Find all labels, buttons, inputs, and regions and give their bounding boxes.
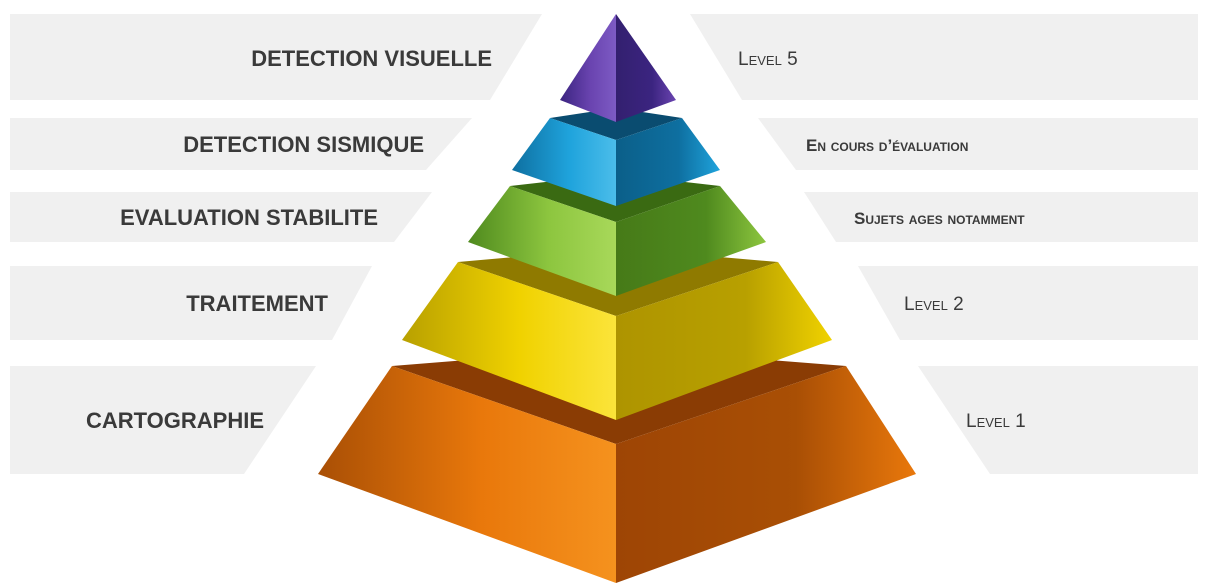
left-label-level-2: TRAITEMENT — [186, 291, 328, 316]
tier-3-left-face — [468, 186, 616, 296]
left-label-level-3: EVALUATION STABILITE — [120, 205, 378, 230]
right-label-level-1: Level 1 — [966, 411, 1026, 432]
tier-5-left-face — [560, 14, 616, 122]
right-panel-level-5 — [690, 14, 1198, 100]
right-label-level-5: Level 5 — [738, 49, 798, 70]
tier-4-right-face — [616, 118, 720, 206]
right-labels: Level 5 En cours d’évaluation Sujets age… — [738, 49, 1026, 432]
right-label-level-4: En cours d’évaluation — [806, 136, 968, 155]
left-label-level-1: CARTOGRAPHIE — [86, 408, 264, 433]
tier-2-right-face — [616, 262, 832, 420]
right-label-level-2: Level 2 — [904, 294, 964, 315]
tier-4-left-face — [512, 118, 616, 206]
right-panel-level-2 — [858, 266, 1198, 340]
right-panels — [690, 14, 1198, 474]
left-label-level-4: DETECTION SISMIQUE — [183, 132, 424, 157]
left-panel-level-4 — [10, 118, 472, 170]
left-labels: DETECTION VISUELLE DETECTION SISMIQUE EV… — [86, 46, 492, 433]
right-panel-level-1 — [918, 366, 1198, 474]
left-panel-level-2 — [10, 266, 372, 340]
tier-5-right-face — [616, 14, 676, 122]
left-panel-level-5 — [10, 14, 542, 100]
tier-4-back — [550, 108, 682, 140]
tier-5 — [560, 14, 676, 122]
tier-4 — [512, 108, 720, 206]
right-panel-level-4 — [758, 118, 1198, 170]
right-panel-level-3 — [804, 192, 1198, 242]
tier-1-right-face — [616, 366, 916, 583]
tier-3-right-face — [616, 186, 766, 296]
pyramid — [318, 14, 916, 583]
left-panels — [10, 14, 542, 474]
left-label-level-5: DETECTION VISUELLE — [251, 46, 492, 71]
left-panel-level-1 — [10, 366, 316, 474]
left-panel-level-3 — [10, 192, 432, 242]
tier-2-left-face — [402, 262, 616, 420]
tier-1-left-face — [318, 366, 616, 583]
right-label-level-3: Sujets ages notamment — [854, 209, 1025, 228]
